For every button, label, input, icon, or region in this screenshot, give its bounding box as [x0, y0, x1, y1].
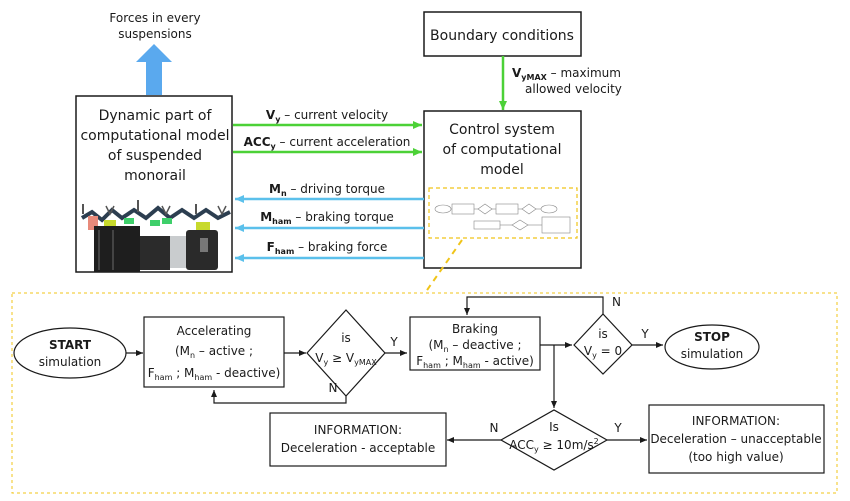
- svg-text:Fham ; Mham - active): Fham ; Mham - active): [416, 354, 534, 370]
- signal-vy: Vy – current velocity: [233, 108, 422, 129]
- control-system-label: Control system of computational model: [443, 122, 562, 178]
- svg-text:STOP: STOP: [694, 330, 730, 344]
- signal-fham: Fham – braking force: [235, 240, 424, 262]
- signal-accy: ACCy – current acceleration: [233, 135, 422, 156]
- svg-text:is: is: [341, 331, 351, 345]
- decision-acc: Is ACCy ≥ 10m/s2: [499, 409, 609, 471]
- dynamic-model-label: Dynamic part of computational model of s…: [80, 108, 229, 184]
- svg-text:Vy – current velocity: Vy – current velocity: [266, 108, 388, 124]
- svg-text:Forces in every: Forces in every: [109, 11, 200, 25]
- decision3-yes-label: Y: [613, 421, 622, 435]
- flowchart-frame: [11, 292, 838, 494]
- svg-text:INFORMATION:: INFORMATION:: [692, 414, 780, 428]
- svg-text:Mham – braking torque: Mham – braking torque: [260, 210, 394, 226]
- svg-text:ACCy ≥ 10m/s2: ACCy ≥ 10m/s2: [509, 437, 599, 454]
- svg-text:Is: Is: [549, 420, 559, 434]
- svg-text:START: START: [49, 338, 92, 352]
- svg-text:(too high value): (too high value): [688, 450, 783, 464]
- boundary-conditions-box: [423, 11, 582, 57]
- svg-text:Deceleration - acceptable: Deceleration - acceptable: [281, 441, 436, 455]
- vymax-label: VyMAX – maximum: [512, 66, 621, 82]
- vymax-label-line2: allowed velocity: [525, 82, 622, 96]
- svg-text:of computational: of computational: [443, 142, 562, 158]
- decision1-yes-label: Y: [389, 335, 398, 349]
- svg-text:Mn – driving torque: Mn – driving torque: [269, 182, 385, 198]
- svg-text:Vy = 0: Vy = 0: [584, 344, 622, 360]
- decision-vy-max: is Vy ≥ VyMAX: [306, 309, 386, 397]
- decision3-no-label: N: [490, 421, 499, 435]
- svg-text:ACCy – current acceleration: ACCy – current acceleration: [244, 135, 411, 151]
- decision-vy-zero: is Vy = 0: [573, 313, 633, 375]
- svg-text:Accelerating: Accelerating: [177, 324, 252, 338]
- svg-text:simulation: simulation: [681, 347, 744, 361]
- stop-node: STOP simulation: [664, 324, 760, 370]
- svg-text:Dynamic part of: Dynamic part of: [99, 108, 213, 124]
- start-node: START simulation: [13, 327, 127, 379]
- monorail-illustration-icon: [80, 200, 231, 272]
- decision1-no-label: N: [329, 381, 338, 395]
- signal-mham: Mham – braking torque: [235, 210, 424, 232]
- svg-text:suspensions: suspensions: [118, 27, 192, 41]
- svg-text:monorail: monorail: [124, 168, 186, 184]
- svg-text:Deceleration – unacceptable: Deceleration – unacceptable: [650, 432, 821, 446]
- svg-text:(Mn – deactive ;: (Mn – deactive ;: [428, 338, 521, 354]
- svg-text:Vy ≥ VyMAX: Vy ≥ VyMAX: [315, 351, 377, 367]
- svg-text:of suspended: of suspended: [108, 148, 202, 164]
- braking-node: Braking (Mn – deactive ; Fham ; Mham - a…: [409, 316, 541, 371]
- svg-text:(Mn – active ;: (Mn – active ;: [175, 344, 253, 360]
- svg-text:is: is: [598, 327, 608, 341]
- svg-text:Control system: Control system: [449, 122, 555, 138]
- mini-flowchart-thumbnail: [428, 187, 578, 239]
- up-arrow-icon: [136, 44, 172, 95]
- info-unacceptable-node: INFORMATION: Deceleration – unacceptable…: [648, 404, 825, 474]
- svg-text:simulation: simulation: [39, 355, 102, 369]
- svg-text:Braking: Braking: [452, 322, 498, 336]
- svg-text:Fham – braking force: Fham – braking force: [267, 240, 388, 256]
- decision2-no-label: N: [612, 295, 621, 309]
- signal-mn: Mn – driving torque: [235, 182, 424, 203]
- info-acceptable-node: INFORMATION: Deceleration - acceptable: [269, 412, 447, 467]
- accelerating-node: Accelerating (Mn – active ; Fham ; Mham …: [143, 316, 285, 388]
- svg-text:Fham ; Mham - deactive): Fham ; Mham - deactive): [148, 366, 281, 382]
- boundary-conditions-label: Boundary conditions: [430, 28, 574, 44]
- svg-text:INFORMATION:: INFORMATION:: [314, 423, 402, 437]
- forces-label: Forces in every suspensions: [109, 11, 200, 41]
- decision2-yes-label: Y: [640, 327, 649, 341]
- svg-text:model: model: [480, 162, 524, 178]
- svg-text:computational model: computational model: [80, 128, 229, 144]
- control-system-box: [423, 110, 582, 269]
